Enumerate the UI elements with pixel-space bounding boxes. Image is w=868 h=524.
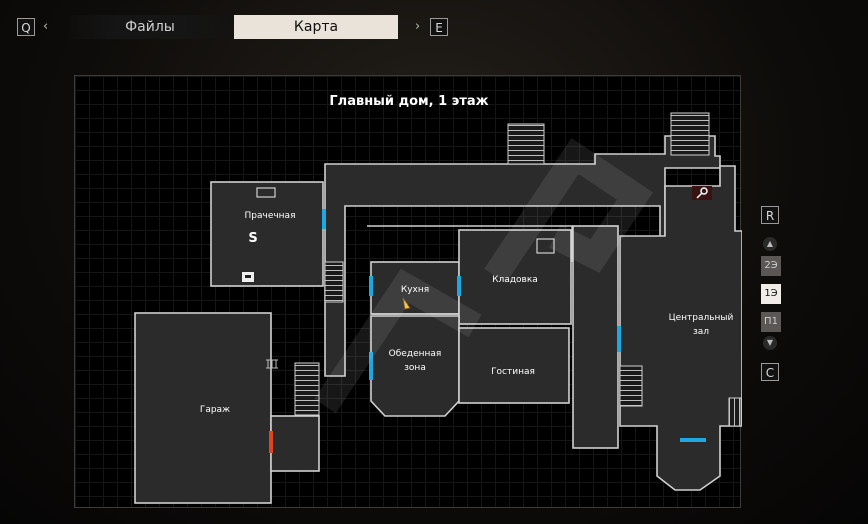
stairs-laundry-icon [324,261,344,303]
room-dining [370,315,460,417]
label-dining-1: Обеденная [389,349,442,359]
door-laundry [322,209,326,229]
floor-down-key[interactable]: C [761,363,779,381]
next-tab-key[interactable]: E [430,18,448,36]
save-room-marker: S [248,231,257,246]
label-laundry: Прачечная [245,211,296,221]
door-dining [369,352,373,380]
key-icon [692,186,712,200]
chevron-down-icon[interactable]: ▼ [763,336,777,350]
player-marker-icon [402,297,411,310]
vent-icon [266,359,278,369]
stairs-top-right-icon [670,112,710,156]
label-living: Гостиная [491,367,535,377]
label-dining-2: зона [404,363,426,373]
label-main-hall-2: зал [693,327,709,337]
floor-selector: R ▲ 2Э 1Э П1 ▼ C [757,204,785,384]
tab-files[interactable]: Файлы [68,15,232,39]
map-title: Главный дом, 1 этаж [329,94,488,109]
door-main-hall-south [680,438,706,442]
item-box-icon [536,238,555,254]
floor-2f[interactable]: 2Э [761,256,781,276]
chest-icon [242,272,254,282]
chevron-up-icon[interactable]: ▲ [763,237,777,251]
map-panel[interactable]: Главный дом, 1 этаж [74,75,742,508]
floor-up-key[interactable]: R [761,206,779,224]
room-garage [134,312,272,504]
prev-tab-key[interactable]: Q [17,18,35,36]
label-main-hall-1: Центральный [669,313,734,323]
tab-map[interactable]: Карта [234,15,398,39]
left-arrow-icon[interactable]: ‹ [43,19,49,34]
room-garage-side [270,415,320,472]
floor-1f[interactable]: 1Э [761,284,781,304]
room-corridor-top [324,135,721,377]
floor-map: Главный дом, 1 этаж [134,94,742,504]
room-laundry [210,181,324,287]
stairs-right-edge-icon [728,397,742,427]
stairs-east-icon [619,365,643,407]
label-garage: Гараж [200,405,230,415]
right-arrow-icon[interactable]: › [415,19,421,34]
door-kitchen-west [369,276,373,296]
floor-b1[interactable]: П1 [761,312,781,332]
room-kitchen [370,261,460,315]
watermark-logo [314,137,654,414]
room-living [458,327,570,404]
stairs-top-center-icon [507,123,545,165]
door-garage-locked [269,431,273,453]
label-pantry: Кладовка [492,275,538,285]
stairs-garage-icon [294,362,320,416]
door-kitchen-east [457,276,461,296]
top-bar: Q ‹ Файлы Карта › E [0,0,868,52]
label-kitchen: Кухня [401,285,429,295]
door-main-hall [617,326,621,352]
typewriter-icon [256,187,276,198]
room-pantry [458,229,572,325]
